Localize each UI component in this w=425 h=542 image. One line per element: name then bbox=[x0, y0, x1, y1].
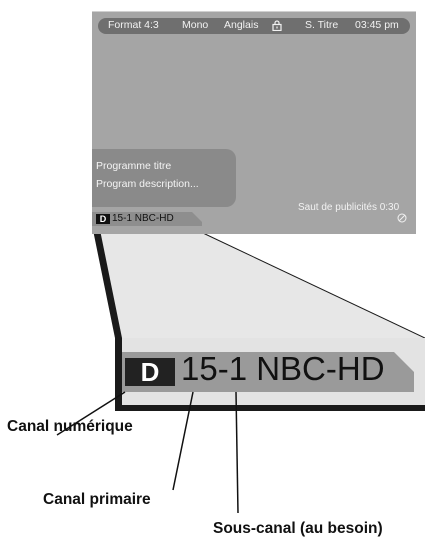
digital-badge: D bbox=[96, 214, 110, 224]
callout-line-sub bbox=[235, 391, 239, 514]
tv-screen: Format 4:3 Mono Anglais S. Titre 03:45 p… bbox=[92, 11, 416, 234]
lock-icon bbox=[272, 20, 282, 31]
callout-primary-channel: Canal primaire bbox=[43, 491, 151, 508]
skip-ads-text: Saut de publicités 0:30 bbox=[298, 202, 400, 213]
format-indicator: Format 4:3 bbox=[108, 19, 159, 31]
channel-tag-label: 15-1 NBC-HD bbox=[112, 213, 174, 224]
callout-sub-channel: Sous-canal (au besoin) bbox=[213, 520, 383, 537]
zoom-digital-badge: D bbox=[125, 358, 175, 386]
zoom-channel-label: 15-1 NBC-HD bbox=[181, 350, 385, 387]
zoom-funnel-edge bbox=[92, 225, 122, 338]
program-title: Programme titre bbox=[96, 160, 172, 172]
status-bar: Format 4:3 Mono Anglais S. Titre 03:45 p… bbox=[98, 18, 410, 34]
audio-indicator: Mono bbox=[182, 19, 209, 31]
time-display: 03:45 pm bbox=[355, 19, 399, 31]
callout-line-digital bbox=[56, 391, 126, 436]
zoom-tag-shape bbox=[122, 352, 414, 392]
no-skip-icon bbox=[397, 213, 407, 223]
program-description: Program description... bbox=[96, 178, 199, 190]
subtitle-indicator: S. Titre bbox=[305, 19, 339, 31]
program-info-box: Programme titre Program description... bbox=[92, 149, 236, 207]
callout-line-primary bbox=[172, 391, 194, 491]
channel-tag-shape bbox=[92, 212, 202, 226]
language-indicator: Anglais bbox=[224, 19, 259, 31]
zoom-panel-shadow bbox=[115, 405, 425, 411]
callout-digital-channel: Canal numérique bbox=[7, 418, 133, 435]
